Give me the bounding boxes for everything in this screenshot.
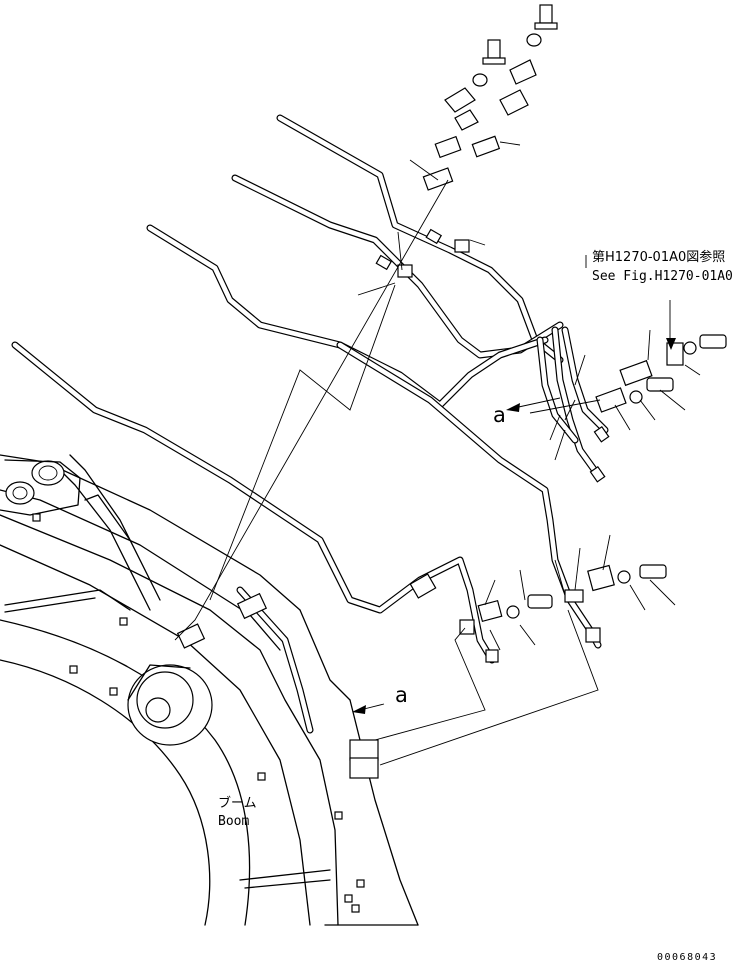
view-arrows (352, 338, 676, 714)
leader-lines (174, 141, 701, 766)
boom-label-en: Boom (218, 814, 250, 829)
boom-label-jp: ブーム (218, 796, 257, 811)
drawing-number: 00068043 (657, 952, 718, 963)
boom-boss (127, 664, 213, 746)
boom-bolt-heads (32, 513, 365, 913)
clamps (176, 59, 684, 779)
boom-structure (0, 454, 419, 926)
hydraulic-pipes (11, 114, 609, 734)
bolts-and-washers (472, 4, 727, 619)
view-a-label-upper: a (493, 403, 506, 427)
figure-reference-jp: 第H1270-01A0図参照 (592, 250, 726, 265)
view-a-label-lower: a (395, 683, 408, 707)
boom-pin-joint (0, 459, 81, 516)
figure-reference-en: See Fig.H1270-01A0 (592, 269, 733, 284)
pipe-fittings (375, 228, 610, 663)
